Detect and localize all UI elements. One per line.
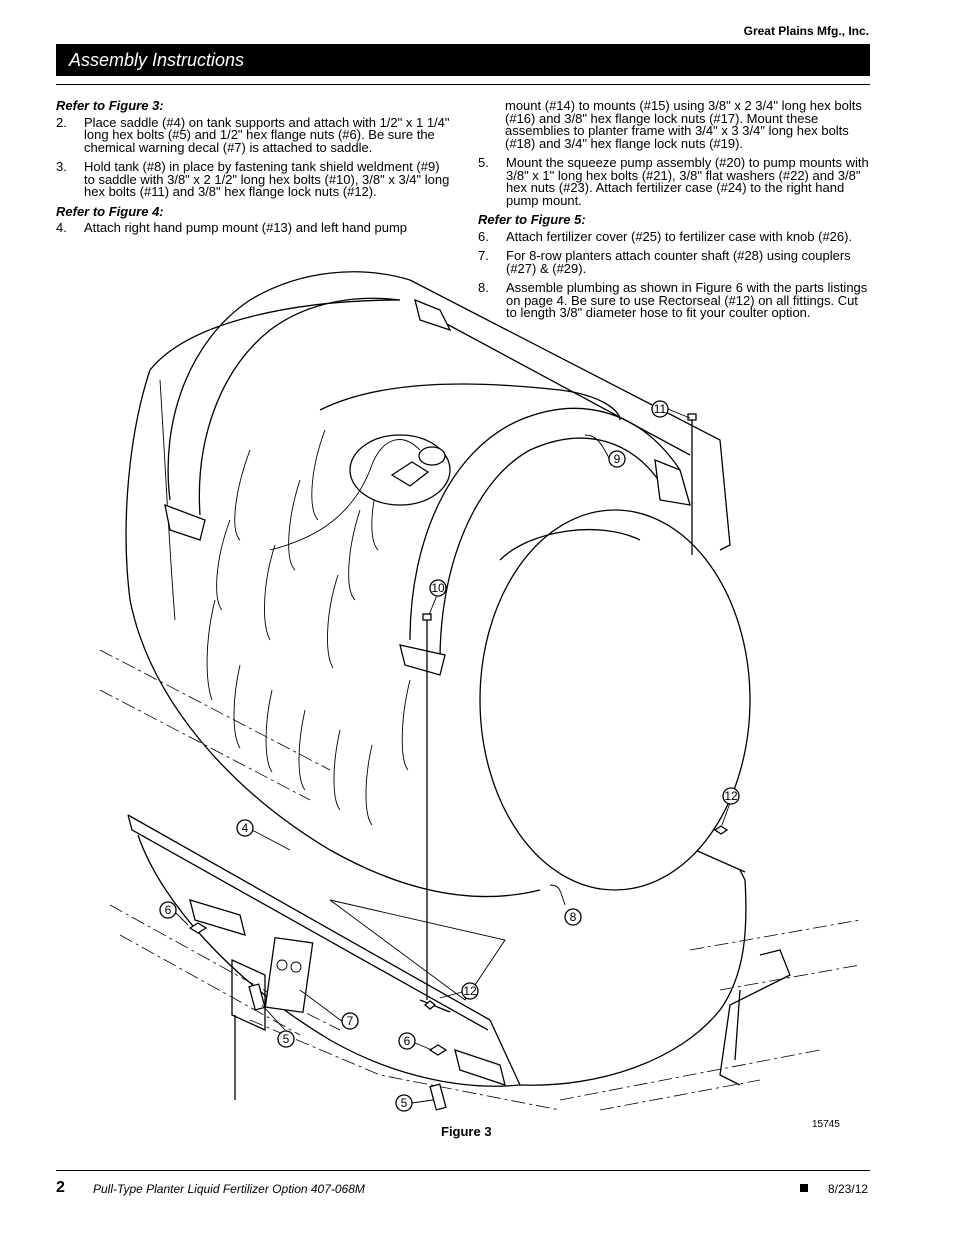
step-7: 7. For 8-row planters attach counter sha… xyxy=(478,248,872,276)
callout-label: 9 xyxy=(614,452,621,466)
callout-8: 8 xyxy=(564,908,582,926)
callout-label: 5 xyxy=(401,1096,408,1110)
step-text: For 8-row planters attach counter shaft … xyxy=(506,248,851,276)
callout-7: 7 xyxy=(341,1012,359,1030)
callout-label: 11 xyxy=(654,402,667,416)
callout-label: 7 xyxy=(347,1014,354,1028)
leader-lines xyxy=(174,408,731,1104)
callout-5-lower: 5 xyxy=(395,1094,413,1112)
step-3: 3. Hold tank (#8) in place by fastening … xyxy=(56,159,451,199)
callout-11: 11 xyxy=(651,400,669,418)
callout-label: 12 xyxy=(463,984,477,998)
section-title: Assembly Instructions xyxy=(69,50,245,70)
step-2: 2. Place saddle (#4) on tank supports an… xyxy=(56,114,451,155)
step-number: 4. xyxy=(56,220,67,235)
tank-shield xyxy=(164,271,731,676)
step-4-continued: mount (#14) to mounts (#15) using 3/8" x… xyxy=(505,98,862,151)
callout-12: 12 xyxy=(722,787,740,805)
drawing-id: 15745 xyxy=(812,1119,840,1130)
callout-5: 5 xyxy=(277,1030,295,1048)
step-text: Attach fertilizer cover (#25) to fertili… xyxy=(506,228,853,244)
step-4: 4. Attach right hand pump mount (#13) an… xyxy=(56,220,451,235)
square-bullet-icon xyxy=(800,1184,808,1192)
figure-caption: Figure 3 xyxy=(441,1124,492,1139)
step-number: 8. xyxy=(478,280,489,295)
section-title-bar: Assembly Instructions xyxy=(56,44,870,76)
callout-label: 10 xyxy=(431,581,445,595)
right-column: mount (#14) to mounts (#15) using 3/8" x… xyxy=(478,98,872,327)
step-text: Hold tank (#8) in place by fastening tan… xyxy=(84,159,450,199)
step-number: 5. xyxy=(478,155,489,170)
callout-6-lower: 6 xyxy=(398,1032,416,1050)
left-column: Refer to Figure 3: 2. Place saddle (#4) … xyxy=(56,98,451,242)
page-number: 2 xyxy=(56,1179,65,1196)
step-number: 6. xyxy=(478,228,489,244)
revision-date: 8/23/12 xyxy=(828,1182,869,1196)
header-divider xyxy=(56,84,870,85)
figure-3-drawing: 11 9 10 12 4 8 6 12 7 5 6 5 xyxy=(99,271,861,1112)
step-text: Place saddle (#4) on tank supports and a… xyxy=(84,114,450,155)
callout-label: 12 xyxy=(724,789,738,803)
callout-6: 6 xyxy=(159,901,177,919)
step-number: 2. xyxy=(56,114,67,130)
company-name: Great Plains Mfg., Inc. xyxy=(743,24,869,38)
callout-label: 4 xyxy=(242,821,249,835)
callout-10: 10 xyxy=(429,579,447,597)
step-6: 6. Attach fertilizer cover (#25) to fert… xyxy=(478,228,872,244)
step-8: 8. Assemble plumbing as shown in Figure … xyxy=(478,280,872,320)
document-title: Pull-Type Planter Liquid Fertilizer Opti… xyxy=(93,1182,365,1196)
callout-4: 4 xyxy=(236,819,254,837)
callout-label: 8 xyxy=(570,910,577,924)
hardware xyxy=(188,413,791,1111)
callout-9: 9 xyxy=(608,450,626,468)
step-text: Attach right hand pump mount (#13) and l… xyxy=(84,220,408,235)
step-number: 7. xyxy=(478,248,489,263)
callout-label: 6 xyxy=(165,903,172,917)
step-number: 3. xyxy=(56,159,67,174)
footer-divider xyxy=(56,1170,870,1171)
figure-5-reference: Refer to Figure 5: xyxy=(478,212,586,227)
tank xyxy=(125,299,751,1014)
callout-12-lower: 12 xyxy=(461,982,479,1000)
callout-label: 6 xyxy=(404,1034,411,1048)
step-text: Assemble plumbing as shown in Figure 6 w… xyxy=(506,280,868,320)
figure-4-reference: Refer to Figure 4: xyxy=(56,203,164,219)
figure-3-reference: Refer to Figure 3: xyxy=(56,98,164,113)
callout-label: 5 xyxy=(283,1032,290,1046)
step-5: 5. Mount the squeeze pump assembly (#20)… xyxy=(478,155,872,208)
step-text: Mount the squeeze pump assembly (#20) to… xyxy=(506,155,869,208)
